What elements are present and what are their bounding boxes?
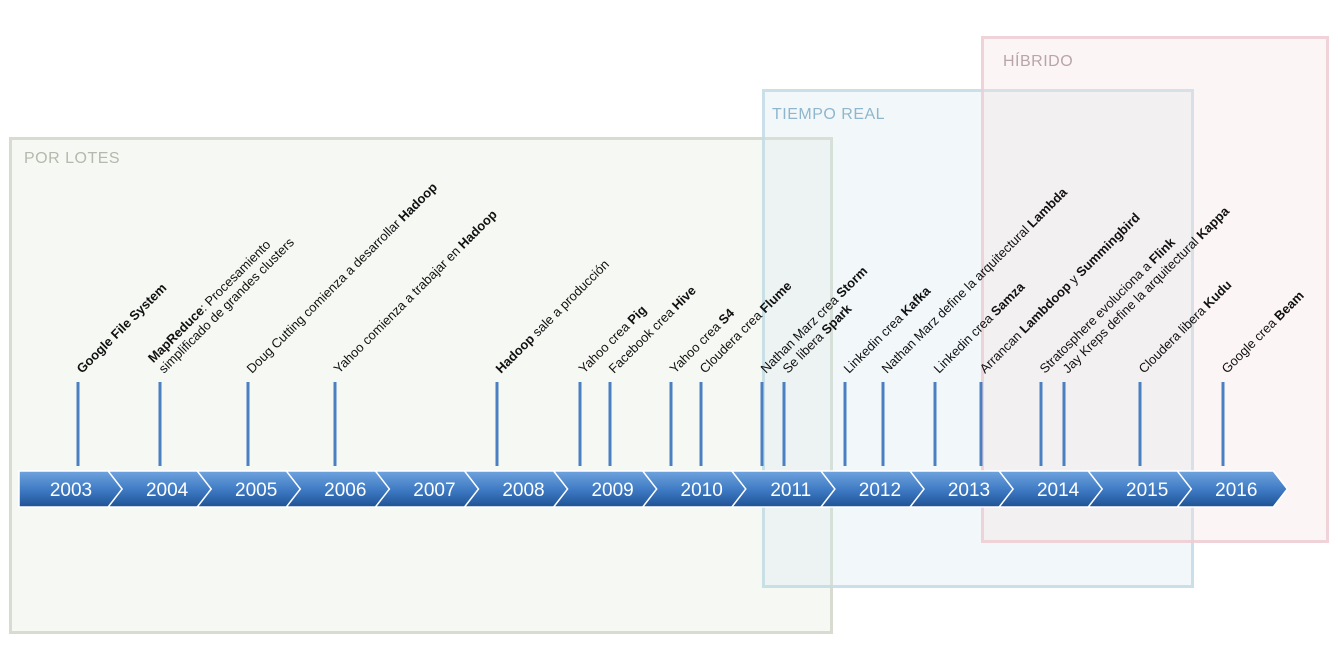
event-text-segment: Lambda <box>1024 184 1070 230</box>
year-label-2015: 2015 <box>1126 480 1168 501</box>
event-text-segment: Flume <box>757 278 795 316</box>
year-label-2010: 2010 <box>681 480 723 501</box>
event-text-segment: Storm <box>833 263 870 300</box>
event-text-segment: Hadoop <box>493 331 538 376</box>
event-label-cutting: Doug Cutting comienza a desarrollar Hado… <box>244 180 441 377</box>
year-arrow-2016 <box>1175 470 1289 508</box>
event-text-segment: Cloudera libera <box>1136 301 1212 377</box>
event-text-segment: sale a producción <box>527 257 612 342</box>
event-label-yahoo-hadoop: Yahoo comienza a trabajar en Hadoop <box>331 207 500 376</box>
event-label-beam: Google crea Beam <box>1219 288 1307 376</box>
event-text-segment: simplificado de grandes clusters <box>156 234 298 376</box>
year-label-2014: 2014 <box>1037 480 1080 501</box>
event-text-segment: Google crea <box>1219 313 1282 376</box>
region-realtime-label: TIEMPO REAL <box>772 106 886 123</box>
event-text-segment: Hadoop <box>395 180 440 225</box>
event-label-lambda: Nathan Marz define la arquitectural Lamb… <box>879 184 1071 376</box>
event-text-segment: Stratosphere evoluciona a <box>1037 256 1157 376</box>
event-text-segment: Kudu <box>1200 277 1234 311</box>
region-batch: POR LOTES <box>9 137 833 634</box>
event-text-segment: Kappa <box>1193 203 1232 242</box>
event-text-segment: Hadoop <box>455 207 500 252</box>
year-label-2006: 2006 <box>324 480 366 501</box>
event-text-segment: Doug Cutting comienza a desarrollar <box>244 214 406 376</box>
event-text-segment: Arrancan <box>977 326 1027 376</box>
region-batch-label: POR LOTES <box>24 150 121 167</box>
event-text-segment: Beam <box>1271 288 1307 324</box>
region-hybrid: HÍBRIDO <box>981 36 1329 543</box>
year-label-2009: 2009 <box>591 480 633 501</box>
year-label-2012: 2012 <box>859 480 901 501</box>
event-label-kappa: Jay Kreps define la arquitectural Kappa <box>1060 203 1233 376</box>
year-label-2013: 2013 <box>948 480 990 501</box>
year-label-2003: 2003 <box>50 480 92 501</box>
year-label-2016: 2016 <box>1215 480 1257 501</box>
event-text-segment: Samza <box>988 279 1028 319</box>
year-label-2007: 2007 <box>413 480 455 501</box>
year-label-2011: 2011 <box>770 480 811 501</box>
event-text-segment: Kafka <box>898 283 934 319</box>
year-label-2008: 2008 <box>502 480 544 501</box>
event-text-segment: Jay Kreps define la arquitectural <box>1060 232 1204 376</box>
year-label-2004: 2004 <box>146 480 189 501</box>
year-label-2005: 2005 <box>235 480 277 501</box>
region-hybrid-label: HÍBRIDO <box>1003 53 1074 70</box>
